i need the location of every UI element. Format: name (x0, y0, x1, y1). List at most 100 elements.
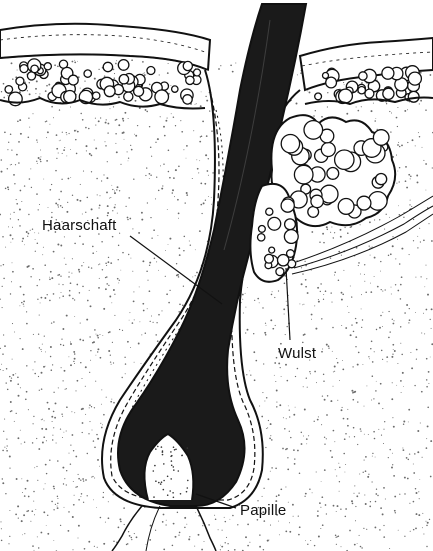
stipple-dot (391, 112, 392, 113)
stipple-dot (371, 399, 372, 400)
stipple-dot (81, 408, 83, 410)
stipple-dot (374, 276, 375, 277)
stipple-dot (74, 243, 76, 245)
stipple-dot (384, 421, 385, 422)
stipple-dot (150, 525, 152, 527)
stipple-dot (17, 383, 19, 385)
stipple-dot (143, 310, 145, 312)
stipple-dot (364, 434, 365, 435)
stipple-dot (168, 150, 170, 152)
stipple-dot (378, 402, 380, 404)
stipple-dot (53, 488, 54, 489)
stipple-dot (403, 423, 404, 424)
cell (269, 247, 275, 253)
stipple-dot (53, 411, 55, 413)
stipple-dot (149, 173, 151, 175)
stipple-dot (68, 356, 69, 357)
stipple-dot (38, 233, 39, 234)
stipple-dot (113, 362, 114, 363)
papilla-dot (171, 465, 173, 467)
stipple-dot (221, 546, 223, 548)
stipple-dot (74, 130, 76, 132)
stipple-dot (225, 542, 226, 543)
stipple-dot (387, 361, 388, 362)
stipple-dot (76, 130, 77, 131)
stipple-dot (346, 113, 348, 115)
stipple-dot (410, 200, 411, 201)
cell (31, 65, 39, 73)
stipple-dot (423, 160, 424, 161)
stipple-dot (123, 120, 125, 122)
stipple-dot (130, 258, 131, 259)
cell (359, 72, 367, 80)
stipple-dot (109, 101, 110, 102)
stipple-dot (274, 362, 276, 364)
stipple-dot (350, 286, 351, 287)
stipple-dot (27, 236, 28, 237)
stipple-dot (34, 373, 36, 375)
papilla-dot (157, 446, 159, 448)
stipple-dot (364, 281, 365, 282)
stipple-dot (366, 385, 367, 386)
stipple-dot (14, 183, 15, 184)
stipple-dot (399, 167, 400, 168)
stipple-dot (374, 257, 376, 259)
stipple-dot (400, 298, 402, 300)
stipple-dot (32, 442, 34, 444)
stipple-dot (386, 214, 387, 215)
stipple-dot (22, 241, 23, 242)
stipple-dot (66, 132, 67, 133)
stipple-dot (284, 283, 286, 285)
stipple-dot (74, 316, 75, 317)
stipple-dot (337, 536, 338, 537)
epidermis-left (0, 24, 210, 109)
stipple-dot (149, 290, 151, 292)
stipple-dot (27, 90, 28, 91)
stipple-dot (107, 132, 108, 133)
cell (284, 230, 298, 244)
cell (278, 255, 289, 266)
stipple-dot (425, 109, 427, 111)
stipple-dot (60, 525, 61, 526)
stipple-dot (364, 264, 365, 265)
stipple-dot (128, 158, 129, 159)
cell (326, 77, 337, 88)
papilla-dot (175, 449, 177, 451)
stipple-dot (12, 359, 13, 360)
stipple-dot (114, 73, 115, 74)
stipple-dot (392, 453, 393, 454)
stipple-dot (46, 160, 48, 162)
stipple-dot (80, 479, 81, 480)
stipple-dot (264, 401, 265, 402)
stipple-dot (10, 218, 11, 219)
cell (44, 63, 51, 70)
stipple-dot (74, 60, 75, 61)
stipple-dot (312, 492, 313, 493)
stipple-dot (196, 103, 197, 104)
stipple-dot (105, 141, 106, 142)
stipple-dot (74, 299, 75, 300)
stipple-dot (311, 314, 313, 316)
stipple-dot (141, 363, 142, 364)
cell (321, 143, 335, 157)
stipple-dot (383, 525, 384, 526)
stipple-dot (391, 398, 393, 400)
stipple-dot (326, 513, 327, 514)
stipple-dot (254, 379, 256, 381)
stipple-dot (424, 333, 425, 334)
stipple-dot (343, 270, 344, 271)
stipple-dot (167, 118, 168, 119)
stipple-dot (297, 74, 298, 75)
stipple-dot (245, 307, 246, 308)
stipple-dot (49, 300, 51, 302)
stipple-dot (34, 361, 35, 362)
stipple-dot (165, 120, 167, 122)
stipple-dot (2, 307, 3, 308)
stipple-dot (204, 183, 206, 185)
stipple-dot (26, 391, 28, 393)
stipple-dot (376, 329, 377, 330)
stipple-dot (406, 304, 408, 306)
stipple-dot (17, 70, 18, 71)
stipple-dot (353, 427, 355, 429)
cell (5, 86, 13, 94)
